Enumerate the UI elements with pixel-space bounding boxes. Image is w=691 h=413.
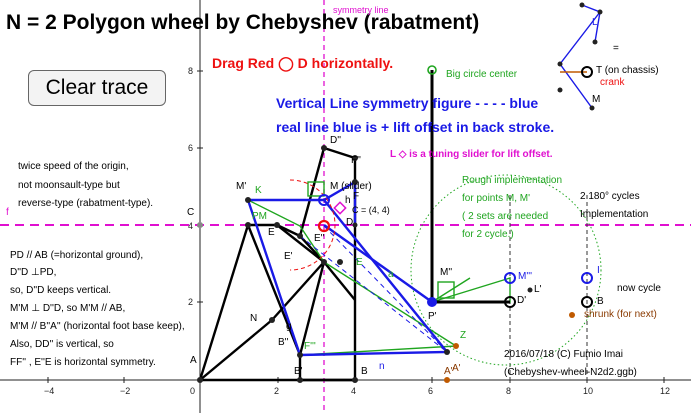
label-a-double-prime: A'' [444, 366, 455, 377]
label-m-triple-prime: M''' [518, 271, 533, 282]
label-k: K [255, 185, 262, 196]
label-b-double-prime: B'' [278, 337, 289, 348]
label-z: Z [460, 330, 467, 341]
shrunk-label: shrunk (for next) [584, 309, 657, 320]
label-n2: n [379, 361, 385, 372]
tuning-slider-note: L ◇ is a tuning slider for lift offset. [390, 149, 553, 160]
x-tick-label: −4 [44, 386, 54, 396]
x-tick-label: 12 [660, 386, 670, 396]
vertical-line-note-1: Vertical Line symmetry figure - - - - bl… [276, 95, 539, 111]
twice-speed-line-1: twice speed of the origin, [18, 161, 129, 172]
now-cycle-label: now cycle [617, 283, 661, 294]
blue-linkage [246, 180, 450, 357]
big-circle-trace [410, 174, 602, 366]
label-l1: L [592, 17, 598, 28]
copyright-text: 2016/07/18 (C) Fumio Imai [504, 349, 623, 360]
axis-tick-labels: −4 −2 0 2 4 6 8 10 12 2 4 6 8 [44, 66, 670, 396]
y-tick-label: 4 [188, 221, 193, 231]
proof-line-4: M'M ⊥ D''D, so M'M // AB, [10, 303, 126, 314]
x-tick-label: 0 [190, 386, 195, 396]
rough-line-2: for points M, M' [462, 193, 531, 204]
rough-line-1: Rough implementation [462, 175, 563, 186]
label-f-triple-prime: F''' [304, 341, 316, 352]
label-h: h [345, 195, 351, 206]
slider-label: M (slider) [330, 181, 372, 192]
rough-line-4: for 2 cycle.) [462, 229, 514, 240]
drag-instruction: Drag Red ◯ D horizontally. [212, 55, 394, 71]
label-d: D [346, 217, 354, 228]
twice-speed-line-3: reverse-type (rabatment-type). [18, 198, 154, 209]
label-l-prime: L' [534, 284, 542, 295]
label-a-prime: A' [452, 363, 461, 374]
label-pm: PM [252, 211, 267, 222]
label-f-double-prime: F'' [351, 155, 361, 166]
twice-speed-line-2: not moonsault-type but [18, 180, 120, 191]
label-a: A [190, 355, 197, 366]
points[interactable] [197, 2, 603, 384]
label-n: N [250, 313, 258, 324]
blue-dashed-2 [299, 235, 448, 353]
proof-line-1: PD // AB (=horizontal ground), [10, 250, 144, 261]
label-m1: M [592, 94, 601, 105]
label-b: B [361, 366, 368, 377]
proof-line-2: D''D ⊥PD, [10, 267, 57, 278]
y-tick-label: 2 [188, 297, 193, 307]
implementation-label: Implementation [580, 209, 649, 220]
label-e-green: E [356, 257, 363, 268]
lift-slider-l[interactable] [333, 201, 347, 215]
label-i1: I [597, 265, 600, 276]
label-e-prime: E' [284, 251, 293, 262]
blue-dashed-symmetry [323, 225, 448, 353]
label-f: F [353, 191, 360, 202]
y-tick-label: 6 [188, 143, 193, 153]
label-b-prime: B' [294, 366, 303, 377]
slider-m-point[interactable] [318, 194, 330, 206]
proof-line-7: FF'' , E''E is horizontal symmetry. [10, 357, 156, 368]
label-b1: B [597, 296, 604, 307]
page-title: N = 2 Polygon wheel by Chebyshev (rabatm… [6, 11, 480, 34]
vertical-line-note-2: real line blue is + lift offset in back … [276, 119, 555, 135]
proof-line-5: M'M // B''A'' (horizontal foot base keep… [10, 321, 185, 332]
draggable-d-point[interactable] [317, 219, 331, 233]
label-f-line: f [6, 207, 9, 218]
label-e: E [268, 227, 275, 238]
label-d-double-prime: D'' [330, 135, 342, 146]
label-m-prime: M' [236, 181, 247, 192]
label-equals: = [613, 43, 619, 54]
label-p-prime: P' [428, 311, 437, 322]
x-tick-label: 10 [583, 386, 593, 396]
x-tick-label: 4 [351, 386, 356, 396]
rough-line-3: ( 2 sets are needed [462, 211, 549, 222]
cycles-label: 2 180° cycles [580, 191, 640, 202]
c-coordinates-label: C = (4, 4) [352, 205, 390, 215]
symmetry-line-label: symmetry line [333, 5, 389, 15]
y-tick-label: 8 [188, 66, 193, 76]
filename-text: (Chebyshev-wheel-N2d2.ggb) [504, 367, 637, 378]
red-dashed-arc [289, 179, 336, 271]
big-circle-center-label: Big circle center [446, 69, 518, 80]
proof-line-3: so, D''D keeps vertical. [10, 285, 112, 296]
clear-trace-button[interactable]: Clear trace [28, 70, 166, 106]
label-e-double-prime: E'' [314, 233, 325, 244]
t-on-chassis-label: T (on chassis) [596, 65, 659, 76]
crank-label: crank [600, 77, 625, 88]
crank-linkage [559, 4, 602, 109]
label-a2: a [388, 269, 394, 280]
x-tick-label: 6 [428, 386, 433, 396]
proof-line-6: Also, DD'' is vertical, so [10, 339, 114, 350]
x-tick-label: −2 [120, 386, 130, 396]
label-c: C [187, 207, 195, 218]
label-d-prime: D' [517, 295, 527, 306]
x-tick-label: 2 [274, 386, 279, 396]
label-m-double-prime: M'' [440, 267, 453, 278]
x-tick-label: 8 [506, 386, 511, 396]
label-g: g [286, 321, 292, 332]
